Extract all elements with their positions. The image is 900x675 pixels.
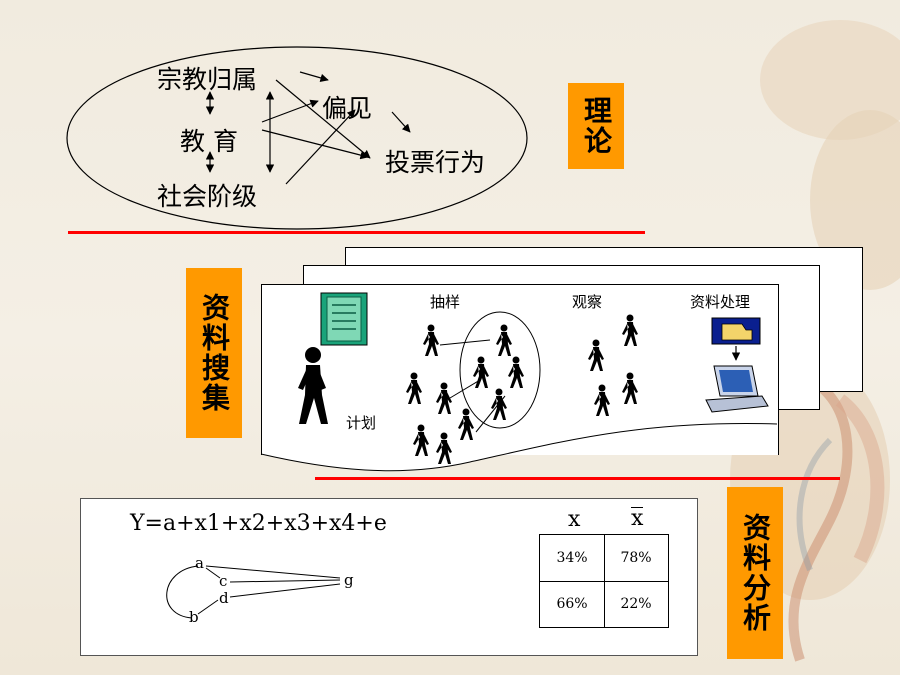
arrow-education-prejudice [261,99,319,123]
walking-person-icon [594,384,610,416]
walking-person-icon [436,432,452,464]
arrow-religion-voting [275,79,371,159]
analysis-label-text: 资料分析 [739,513,772,633]
theory-label-text: 理论 [580,96,613,156]
node-prejudice: 偏见 [322,94,373,123]
planner-person-icon [298,347,328,424]
sample-line-1 [439,339,491,346]
graph-node-c: c [219,572,228,590]
table-header-xbar: x [631,506,644,531]
table-cell: 78% [604,535,668,582]
walking-person-icon [622,314,638,346]
sample-line-2 [449,379,481,399]
step-processing: 资料处理 [690,293,751,311]
graph-line-b-d [197,599,219,615]
node-religion: 宗教归属 [157,65,258,94]
walking-person-icon [588,339,604,371]
walking-person-icon [508,356,524,388]
table-header-xbar-text: x [631,506,644,531]
node-education: 教 育 [180,127,238,156]
arrow-class-prejudice [285,109,356,185]
node-voting: 投票行为 [385,148,486,177]
theory-label: 理论 [568,83,624,169]
collection-label: 资料搜集 [186,268,242,438]
walking-person-icon [423,324,439,356]
arrow-religion-prejudice [299,71,329,82]
step-plan: 计划 [346,414,377,432]
collection-label-text: 资料搜集 [198,293,231,413]
divider-bottom [315,477,840,480]
graph-node-g: g [344,571,354,589]
graph-node-b: b [189,608,199,626]
graph-line-d-g [229,583,341,598]
walking-person-icon [622,372,638,404]
front-card-wave [261,423,777,471]
walking-person-icon [491,388,507,420]
step-observation: 观察 [572,293,603,311]
graph-line-a-g [205,565,341,579]
analysis-label: 资料分析 [727,487,783,659]
node-social-class: 社会阶级 [157,182,258,211]
crowd-figures [406,314,638,464]
step-sampling: 抽样 [430,293,461,311]
graph-node-a: a [195,554,204,572]
front-card-wave-edge [260,423,778,472]
arrow-prejudice-voting [391,111,411,133]
path-graph-box [165,546,375,634]
cross-table: 34% 78% 66% 22% [539,534,669,628]
data-processing-icon [705,317,769,413]
table-cell: 22% [620,596,652,612]
divider-top [68,231,645,234]
walking-person-icon [406,372,422,404]
walking-person-icon [473,356,489,388]
regression-equation: Y=a+x1+x2+x3+x4+e [130,511,387,536]
sample-circle [459,311,541,429]
theory-ellipse [66,46,528,230]
arrow-education-voting [261,129,369,160]
graph-curve-a-b [166,565,199,619]
table-cell: 34% [540,535,605,582]
plan-document-icon [320,292,368,346]
table-cell: 66% [540,581,605,627]
table-header-x: x [568,507,581,532]
graph-line-c-g [229,579,341,583]
walking-person-icon [496,324,512,356]
walking-person-icon [436,382,452,414]
graph-line-a-c [205,567,221,579]
walking-person-icon [458,408,474,440]
graph-node-d: d [219,589,229,607]
walking-person-icon [413,424,429,456]
